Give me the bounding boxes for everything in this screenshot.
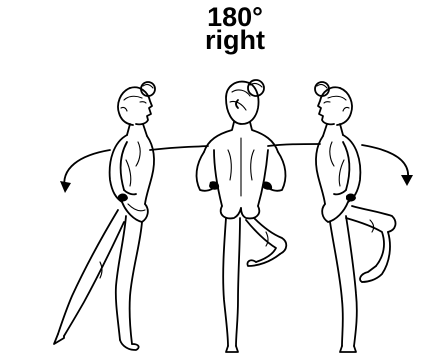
dancer-left-profile — [54, 82, 155, 350]
dancer-right-profile — [315, 82, 395, 352]
arc-end-arrow-icon — [401, 175, 413, 186]
arc-start-arrow-icon — [60, 181, 71, 193]
dancer-middle-back — [197, 80, 287, 352]
